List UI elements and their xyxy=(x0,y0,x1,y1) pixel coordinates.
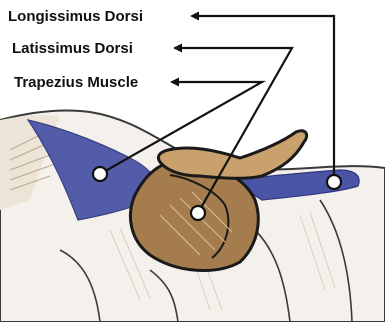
label-trapezius-muscle: Trapezius Muscle xyxy=(14,74,138,91)
label-latissimus-dorsi: Latissimus Dorsi xyxy=(12,40,133,57)
label-longissimus-dorsi: Longissimus Dorsi xyxy=(8,8,143,25)
dot-latissimus xyxy=(191,206,205,220)
dot-longissimus xyxy=(327,175,341,189)
dot-trapezius xyxy=(93,167,107,181)
